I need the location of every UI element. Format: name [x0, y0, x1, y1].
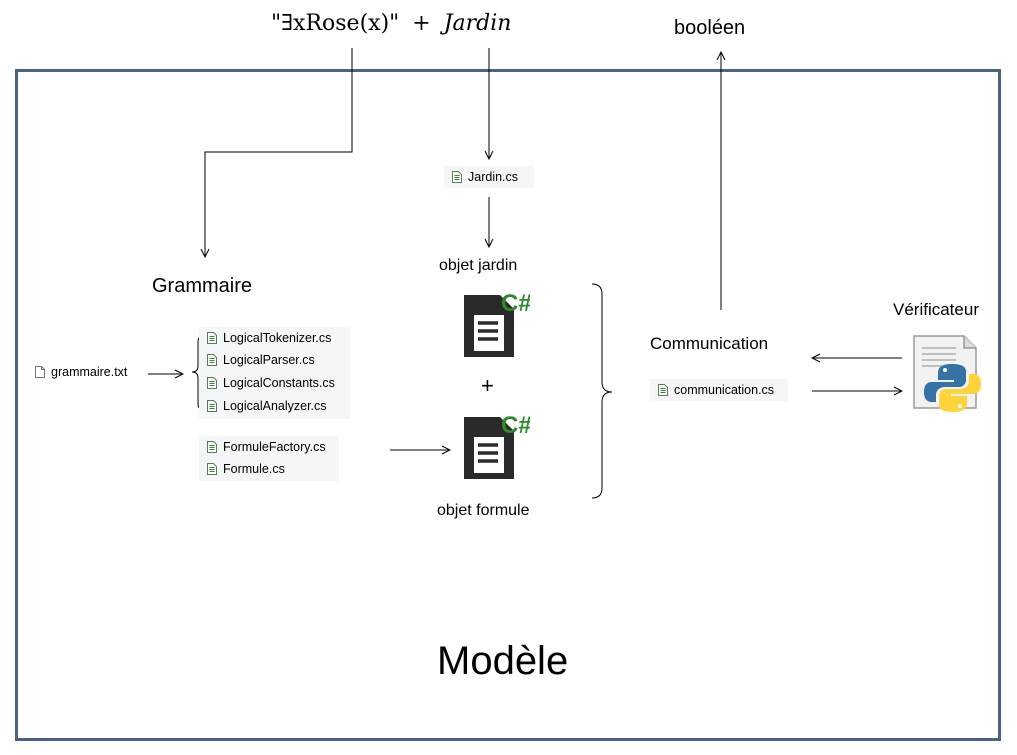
parser-file[interactable]: LogicalTokenizer.cs: [207, 328, 331, 348]
parser-file[interactable]: LogicalAnalyzer.cs: [207, 396, 327, 416]
jardin-file-box: [444, 166, 534, 188]
text-file-icon: [35, 366, 45, 378]
communication-file[interactable]: communication.cs: [658, 380, 774, 400]
grammar-title: Grammaire: [152, 275, 253, 297]
formula-quoted: "∃xRose(x)": [271, 11, 400, 36]
csharp-file-icon: C#: [464, 290, 530, 357]
parser-file-name: LogicalParser.cs: [223, 353, 315, 367]
csharp-file-icon: C#: [464, 412, 530, 479]
jardin-file-name: Jardin.cs: [468, 170, 519, 184]
formula-text: "∃xRose(x)" + Jardin: [271, 13, 511, 35]
formula-file-name: FormuleFactory.cs: [223, 440, 326, 454]
cs-file-icon: [207, 332, 217, 344]
formula-plus: +: [412, 11, 431, 36]
model-label: Modèle: [437, 639, 569, 683]
csharp-mark: C#: [501, 290, 530, 317]
formula-object-label: objet formule: [437, 502, 530, 519]
parser-file-name: LogicalAnalyzer.cs: [223, 399, 327, 413]
formula-jardin: Jardin: [443, 11, 512, 36]
cs-file-icon: [207, 377, 217, 389]
cs-file-icon: [207, 441, 217, 453]
output-label: booléen: [674, 17, 746, 39]
parser-files-brace: [191, 335, 205, 411]
csharp-mark: C#: [501, 412, 530, 439]
formula-files-box: [199, 436, 339, 481]
parser-file[interactable]: LogicalConstants.cs: [207, 373, 335, 393]
cs-file-icon: [207, 463, 217, 475]
jardin-file[interactable]: Jardin.cs: [452, 167, 518, 187]
formula-to-grammar-arrow: [205, 48, 353, 257]
garden-object-label: objet jardin: [439, 257, 518, 274]
grammar-input-file[interactable]: grammaire.txt: [35, 362, 127, 382]
parser-file-name: LogicalTokenizer.cs: [223, 331, 332, 345]
formula-file[interactable]: FormuleFactory.cs: [207, 437, 326, 457]
parser-file[interactable]: LogicalParser.cs: [207, 350, 315, 370]
communication-file-box: [650, 379, 788, 401]
formula-file[interactable]: Formule.cs: [207, 459, 285, 479]
parser-files-box: [199, 327, 350, 419]
objects-brace: [591, 283, 613, 499]
verifier-title: Vérificateur: [893, 300, 979, 319]
parser-file-name: LogicalConstants.cs: [223, 376, 335, 390]
python-file-icon[interactable]: [912, 334, 988, 412]
grammar-input-file-name: grammaire.txt: [51, 365, 128, 379]
cs-file-icon: [207, 354, 217, 366]
cs-file-icon: [658, 384, 668, 396]
cs-file-icon: [207, 400, 217, 412]
communication-title: Communication: [650, 334, 769, 353]
model-frame: [15, 69, 1001, 741]
formula-file-name: Formule.cs: [223, 462, 285, 476]
center-plus: +: [481, 373, 494, 398]
cs-file-icon: [452, 171, 462, 183]
communication-file-name: communication.cs: [674, 383, 775, 397]
